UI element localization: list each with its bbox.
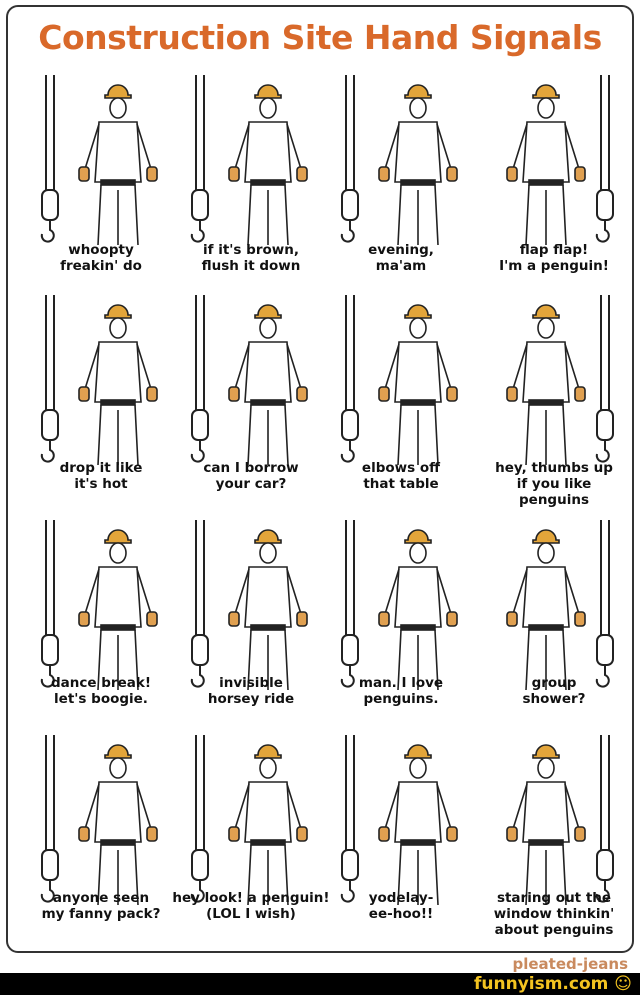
worker-figure xyxy=(378,744,458,906)
signal-caption: invisible horsey ride xyxy=(207,675,295,707)
signal-panel: staring out the window thinkin' about pe… xyxy=(475,730,633,955)
worker-illustration xyxy=(190,735,308,906)
signal-panel: hey, thumbs up if you like penguins xyxy=(475,290,633,515)
worker-figure xyxy=(228,84,308,246)
credit-text: pleated-jeans xyxy=(512,955,628,973)
worker-illustration xyxy=(40,75,158,246)
signal-panel: dance break! let's boogie. xyxy=(22,515,180,740)
signal-panel: man. I love penguins. xyxy=(322,515,480,740)
worker-illustration xyxy=(40,295,158,466)
worker-illustration xyxy=(506,520,614,691)
worker-illustration xyxy=(340,735,458,906)
crane-hook-icon xyxy=(40,295,59,463)
poster-frame xyxy=(6,5,634,953)
worker-illustration xyxy=(40,520,158,691)
worker-figure xyxy=(506,744,586,906)
crane-hook-icon xyxy=(190,295,209,463)
worker-figure xyxy=(506,84,586,246)
worker-figure xyxy=(78,304,158,466)
crane-hook-icon xyxy=(595,520,614,688)
signal-panel: invisible horsey ride xyxy=(172,515,330,740)
worker-illustration xyxy=(340,520,458,691)
crane-hook-icon xyxy=(190,520,209,688)
signal-caption: staring out the window thinkin' about pe… xyxy=(493,890,615,938)
signal-panel: drop it like it's hot xyxy=(22,290,180,515)
signal-panel: anyone seen my fanny pack? xyxy=(22,730,180,955)
worker-illustration xyxy=(190,75,308,246)
signal-caption: yodelay- ee-hoo!! xyxy=(368,890,434,922)
crane-hook-icon xyxy=(40,735,59,903)
signal-caption: elbows off that table xyxy=(361,460,441,492)
signal-caption: drop it like it's hot xyxy=(59,460,143,492)
signal-panel: group shower? xyxy=(475,515,633,740)
worker-illustration xyxy=(340,75,458,246)
poster-title: Construction Site Hand Signals xyxy=(38,18,602,57)
crane-hook-icon xyxy=(40,520,59,688)
worker-figure xyxy=(378,304,458,466)
crane-hook-icon xyxy=(595,735,614,903)
crane-hook-icon xyxy=(340,520,359,688)
worker-figure xyxy=(506,529,586,691)
worker-figure xyxy=(378,529,458,691)
worker-figure xyxy=(378,84,458,246)
signal-caption: hey, thumbs up if you like penguins xyxy=(495,460,613,508)
signal-caption: whoopty freakin' do xyxy=(60,242,142,274)
signal-caption: can I borrow your car? xyxy=(203,460,299,492)
signal-panel: if it's brown, flush it down xyxy=(172,70,330,295)
crane-hook-icon xyxy=(190,735,209,903)
worker-figure xyxy=(506,304,586,466)
crane-hook-icon xyxy=(595,295,614,463)
signal-panel: can I borrow your car? xyxy=(172,290,330,515)
worker-illustration xyxy=(506,75,614,246)
crane-hook-icon xyxy=(40,75,59,243)
crane-hook-icon xyxy=(190,75,209,243)
worker-illustration xyxy=(190,295,308,466)
worker-figure xyxy=(228,304,308,466)
worker-illustration xyxy=(190,520,308,691)
signal-caption: flap flap! I'm a penguin! xyxy=(499,242,609,274)
worker-figure xyxy=(78,744,158,906)
crane-hook-icon xyxy=(340,75,359,243)
signal-caption: evening, ma'am xyxy=(368,242,434,274)
signal-panel: hey look! a penguin! (LOL I wish) xyxy=(172,730,330,955)
signal-caption: dance break! let's boogie. xyxy=(51,675,151,707)
crane-hook-icon xyxy=(340,735,359,903)
crane-hook-icon xyxy=(340,295,359,463)
worker-figure xyxy=(78,84,158,246)
signal-caption: anyone seen my fanny pack? xyxy=(41,890,161,922)
worker-illustration xyxy=(506,735,614,906)
signal-panel: elbows off that table xyxy=(322,290,480,515)
worker-figure xyxy=(228,529,308,691)
signal-caption: group shower? xyxy=(522,675,586,707)
worker-illustration xyxy=(340,295,458,466)
site-logo[interactable]: funnyism.com ☺ xyxy=(473,974,632,994)
signal-panel: yodelay- ee-hoo!! xyxy=(322,730,480,955)
worker-illustration xyxy=(506,295,614,466)
signal-caption: man. I love penguins. xyxy=(358,675,444,707)
crane-hook-icon xyxy=(595,75,614,243)
signal-panel: flap flap! I'm a penguin! xyxy=(475,70,633,295)
signal-caption: if it's brown, flush it down xyxy=(201,242,301,274)
worker-figure xyxy=(228,744,308,906)
signal-caption: hey look! a penguin! (LOL I wish) xyxy=(172,890,330,922)
signal-panel: evening, ma'am xyxy=(322,70,480,295)
signal-panel: whoopty freakin' do xyxy=(22,70,180,295)
worker-illustration xyxy=(40,735,158,906)
worker-figure xyxy=(78,529,158,691)
footer-bar: funnyism.com ☺ xyxy=(0,973,640,995)
